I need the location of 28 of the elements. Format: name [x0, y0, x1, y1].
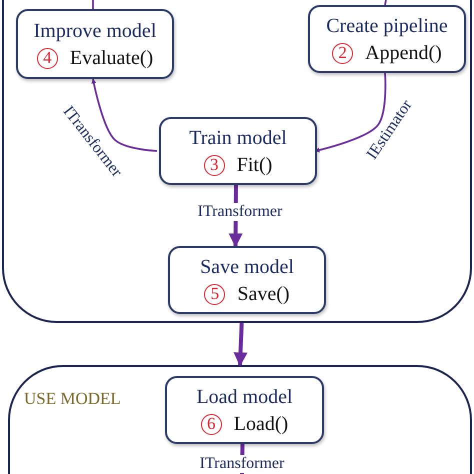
edge-label: ITransformer: [196, 203, 284, 221]
step-number: 5: [204, 284, 226, 304]
arrow: [91, 78, 158, 152]
arrow: [314, 72, 386, 152]
step-title: Improve model: [34, 18, 156, 42]
step-title: Load model: [196, 384, 293, 408]
group-title: USE MODEL: [24, 389, 121, 409]
step-number: 6: [200, 414, 222, 434]
method-name: Save(): [237, 282, 290, 306]
group-panel: [8, 365, 472, 474]
process-box: [168, 246, 326, 314]
step-number: 4: [36, 48, 58, 68]
group-panel: [2, 0, 472, 323]
step-number: 2: [332, 42, 354, 64]
step-title: Create pipeline: [326, 14, 448, 38]
process-box: [308, 5, 466, 73]
edge-label: ITransformer: [198, 455, 286, 473]
arrow: [234, 322, 248, 366]
method-name: Load(): [234, 412, 288, 436]
method-name: Append(): [365, 42, 442, 64]
method-name: Evaluate(): [70, 46, 154, 70]
process-box: [16, 9, 174, 79]
step-title: Train model: [189, 126, 287, 150]
step-title: Save model: [200, 254, 294, 278]
step-number: 3: [204, 154, 225, 176]
process-box: [159, 117, 317, 185]
process-box: [165, 376, 324, 444]
method-name: Fit(): [236, 154, 272, 176]
